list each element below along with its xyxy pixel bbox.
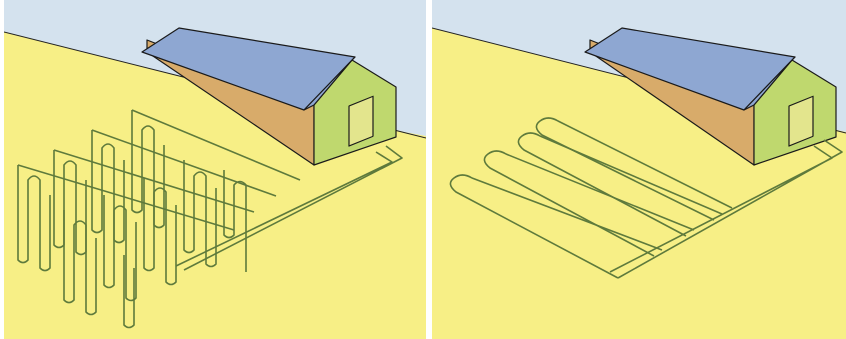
feed-pipe-lines bbox=[609, 139, 843, 279]
feed-pipe-lines bbox=[175, 145, 403, 271]
horizontal-slinky-loop-illustration bbox=[432, 0, 846, 339]
house bbox=[141, 27, 397, 166]
house-roof-edge bbox=[743, 56, 796, 111]
house-door bbox=[788, 95, 814, 147]
house-roof-edge bbox=[303, 56, 356, 111]
ground-loop-pipes bbox=[17, 109, 403, 329]
ground bbox=[4, 32, 426, 339]
horizontal-trench-loop bbox=[449, 174, 663, 279]
borehole-loop bbox=[223, 170, 247, 272]
header-pipes bbox=[17, 109, 301, 231]
borehole-loop bbox=[183, 160, 217, 268]
borehole-loop bbox=[91, 130, 125, 244]
vertical-ground-loop-panel bbox=[4, 0, 426, 339]
borehole-loop bbox=[131, 110, 165, 229]
borehole-loop bbox=[63, 210, 97, 316]
house-door bbox=[348, 95, 374, 147]
borehole-loop bbox=[123, 255, 135, 329]
ground-loop-pipes bbox=[449, 117, 843, 279]
vertical-ground-loop-illustration bbox=[4, 0, 426, 339]
horizontal-trench-loop bbox=[483, 150, 695, 257]
borehole-loop bbox=[143, 178, 177, 286]
borehole-loop bbox=[53, 150, 87, 256]
horizontal-trench-loop bbox=[517, 132, 723, 237]
borehole-loop bbox=[17, 165, 51, 272]
house bbox=[584, 27, 837, 166]
horizontal-trench-loop bbox=[535, 117, 733, 221]
borehole-loop bbox=[103, 195, 137, 302]
horizontal-slinky-loop-panel bbox=[432, 0, 846, 339]
